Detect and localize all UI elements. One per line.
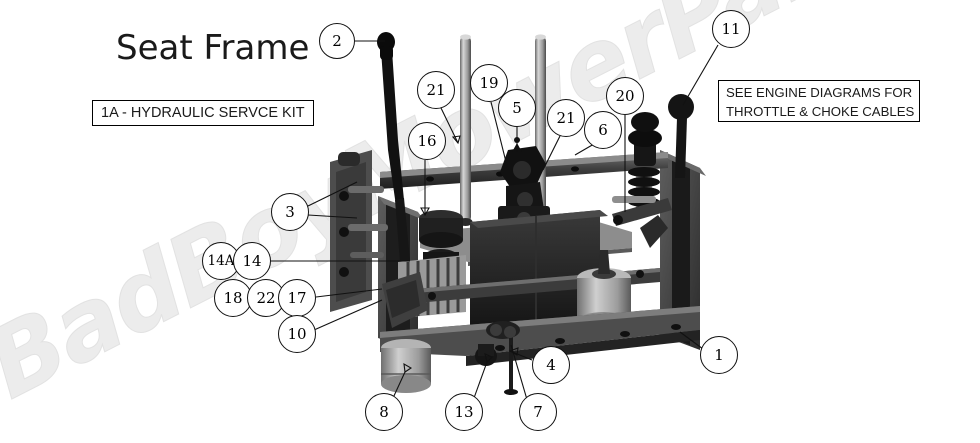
callout-label: 21 bbox=[556, 109, 576, 127]
bottom-fitting-13 bbox=[475, 344, 497, 366]
right-linkage-6 bbox=[612, 198, 672, 248]
callout-label: 4 bbox=[546, 356, 556, 374]
callout-label: 17 bbox=[287, 289, 307, 307]
callout-label: 11 bbox=[721, 20, 741, 38]
callout-label: 7 bbox=[533, 403, 543, 421]
callout-bubble-14[interactable]: 14 bbox=[233, 242, 271, 280]
callout-bubble-11[interactable]: 11 bbox=[712, 10, 750, 48]
machine-body bbox=[330, 32, 706, 395]
callout-bubble-8[interactable]: 8 bbox=[365, 393, 403, 431]
hydraulic-service-kit-label: 1A - HYDRAULIC SERVCE KIT bbox=[92, 100, 314, 126]
callout-label: 20 bbox=[615, 87, 635, 105]
callout-bubble-13[interactable]: 13 bbox=[445, 393, 483, 431]
center-black-box bbox=[470, 210, 608, 332]
right-frame-post bbox=[660, 150, 706, 350]
control-lever-2 bbox=[377, 32, 410, 262]
callout-label: 22 bbox=[256, 289, 276, 307]
callout-label: 16 bbox=[417, 132, 437, 150]
callout-label: 18 bbox=[223, 289, 243, 307]
seat-tube-left bbox=[458, 34, 473, 226]
callout-label: 5 bbox=[512, 99, 522, 117]
callout-label: 10 bbox=[287, 325, 307, 343]
callout-bubble-10[interactable]: 10 bbox=[278, 315, 316, 353]
callout-label: 14A bbox=[207, 253, 235, 269]
callout-label: 1 bbox=[714, 346, 724, 364]
callout-bubble-6[interactable]: 6 bbox=[584, 111, 622, 149]
callout-bubble-3[interactable]: 3 bbox=[271, 193, 309, 231]
callout-label: 19 bbox=[479, 74, 499, 92]
center-hub-4 bbox=[486, 321, 520, 339]
engine-diagram-note: SEE ENGINE DIAGRAMS FOR THROTTLE & CHOKE… bbox=[718, 80, 920, 122]
callout-label: 21 bbox=[426, 81, 446, 99]
left-bottom-cylinder-8 bbox=[381, 339, 431, 393]
callout-bubble-1[interactable]: 1 bbox=[700, 336, 738, 374]
callout-label: 2 bbox=[332, 32, 342, 50]
callout-bubble-4[interactable]: 4 bbox=[532, 346, 570, 384]
callout-label: 13 bbox=[454, 403, 474, 421]
callout-bubble-20[interactable]: 20 bbox=[606, 77, 644, 115]
engine-note-line-2: THROTTLE & CHOKE CABLES bbox=[726, 104, 915, 119]
callout-bubble-21a[interactable]: 21 bbox=[417, 71, 455, 109]
engine-note-line-1: SEE ENGINE DIAGRAMS FOR bbox=[726, 85, 913, 100]
callout-label: 8 bbox=[379, 403, 389, 421]
callout-bubble-7[interactable]: 7 bbox=[519, 393, 557, 431]
left-gusset bbox=[382, 272, 428, 328]
callout-label: 6 bbox=[598, 121, 608, 139]
callout-label: 3 bbox=[285, 203, 295, 221]
callout-bubble-21b[interactable]: 21 bbox=[547, 99, 585, 137]
callout-label: 14 bbox=[242, 252, 262, 270]
page-title: Seat Frame bbox=[116, 28, 310, 68]
callout-bubble-17[interactable]: 17 bbox=[278, 279, 316, 317]
upper-rod bbox=[612, 196, 656, 203]
spring-stack-20 bbox=[628, 112, 662, 210]
callout-bubble-2[interactable]: 2 bbox=[319, 23, 355, 59]
callout-bubble-5[interactable]: 5 bbox=[498, 89, 536, 127]
callout-bubble-16[interactable]: 16 bbox=[408, 122, 446, 160]
